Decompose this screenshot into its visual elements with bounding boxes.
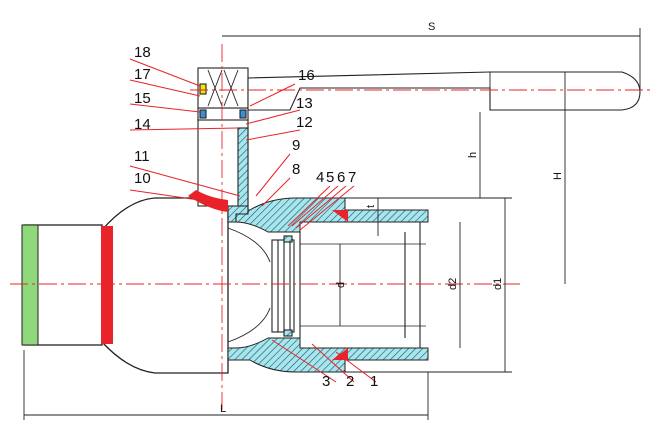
part-label-17: 17 [134,66,151,83]
dim-label-d2: d2 [447,278,459,290]
dim-label-h: h [467,152,479,158]
stem-assembly [188,67,641,223]
part-label-14: 14 [134,116,151,133]
dim-label-S: S [428,21,435,33]
dim-label-d: d [335,282,347,288]
dim-label-t: t [365,205,377,208]
weld-mark-upper [332,210,348,222]
part-label-11: 11 [134,148,150,165]
dim-label-d1: d1 [492,278,504,290]
seat-ring [271,239,295,333]
left-body-shell [101,197,229,374]
lower-wall-section [227,337,429,373]
part-label-7: 7 [348,169,356,186]
centerlines [10,44,650,410]
upper-wall-section [227,197,429,233]
part-number-labels: 18 17 15 14 11 10 16 13 12 9 8 4 5 6 7 3… [134,44,378,390]
part-label-18: 18 [134,44,151,61]
weld-mark-lower [332,348,348,360]
yellow-washer [199,83,207,95]
part-label-12: 12 [296,114,313,131]
part-label-2: 2 [346,373,354,390]
part-label-1: 1 [370,373,378,390]
part-label-4: 4 [316,169,324,186]
valve-body [23,197,229,374]
bore-and-ball [227,222,426,348]
dimension-labels: S L H h t d1 d2 d [220,21,564,415]
part-label-16: 16 [298,67,315,84]
pipe-end-green [21,224,39,346]
part-label-6: 6 [337,169,345,186]
section-right-half [227,197,429,373]
part-label-3: 3 [322,373,330,390]
leader-lines [129,58,377,383]
part-label-5: 5 [326,169,334,186]
part-label-15: 15 [134,90,151,107]
dim-label-H: H [552,172,564,180]
part-label-8: 8 [292,161,300,178]
part-label-10: 10 [134,170,151,187]
part-label-9: 9 [292,137,300,154]
part-label-13: 13 [296,95,313,112]
dim-label-L: L [220,403,226,415]
dimension-lines [23,28,641,420]
weld-band-red [101,226,113,344]
